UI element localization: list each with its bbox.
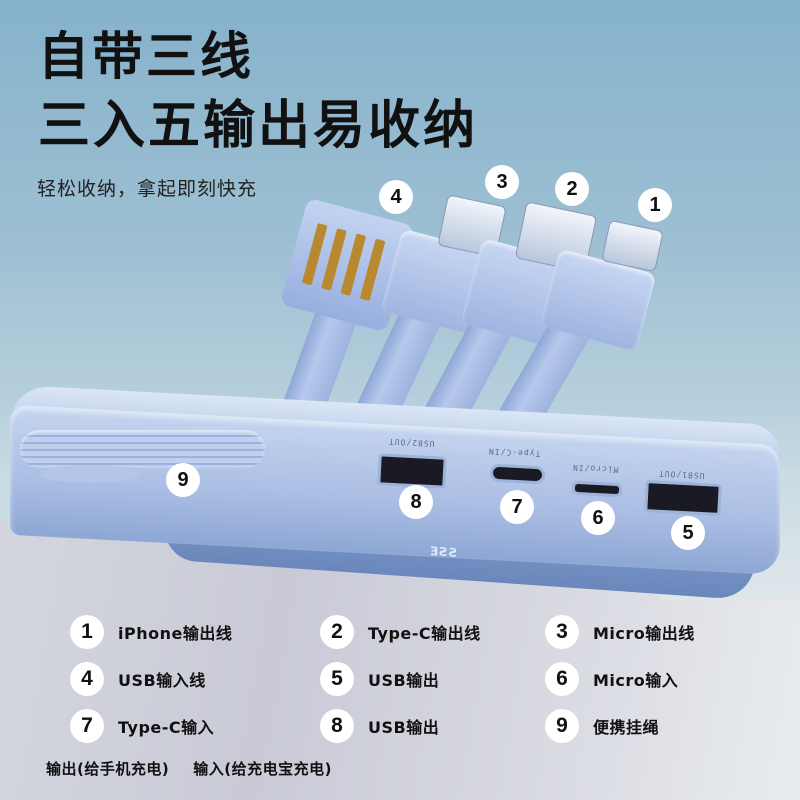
legend-number: 8 bbox=[320, 709, 354, 743]
typec-port bbox=[489, 463, 546, 485]
legend-number: 1 bbox=[70, 615, 104, 649]
badge-9: 9 bbox=[166, 463, 200, 497]
legend-number: 5 bbox=[320, 662, 354, 696]
badge-4: 4 bbox=[379, 180, 413, 214]
legend-item: 7 Type-C输入 bbox=[70, 709, 214, 743]
footnote-input: 输入(给充电宝充电) bbox=[193, 760, 332, 778]
badge-2: 2 bbox=[555, 172, 589, 206]
footnote: 输出(给手机充电) 输入(给充电宝充电) bbox=[46, 758, 332, 779]
badge-1: 1 bbox=[638, 188, 672, 222]
legend-label: Type-C输入 bbox=[118, 718, 215, 737]
legend-label: Type-C输出线 bbox=[368, 624, 481, 643]
badge-7: 7 bbox=[500, 490, 534, 524]
usb1-port bbox=[644, 480, 722, 516]
legend-item: 9 便携挂绳 bbox=[545, 709, 659, 743]
badge-6: 6 bbox=[581, 501, 615, 535]
badge-3: 3 bbox=[485, 165, 519, 199]
legend-label: Micro输出线 bbox=[593, 624, 695, 643]
legend-number: 6 bbox=[545, 662, 579, 696]
lanyard-hole bbox=[40, 465, 140, 483]
legend-item: 6 Micro输入 bbox=[545, 662, 678, 696]
usb2-port bbox=[377, 453, 447, 489]
legend-number: 9 bbox=[545, 709, 579, 743]
legend-label: iPhone输出线 bbox=[118, 624, 233, 643]
legend-item: 4 USB输入线 bbox=[70, 662, 206, 696]
footnote-output: 输出(给手机充电) bbox=[46, 760, 170, 778]
legend-item: 8 USB输出 bbox=[320, 709, 439, 743]
legend-label: USB输入线 bbox=[118, 671, 206, 690]
headline-line2: 三入五输出易收纳 bbox=[38, 96, 479, 156]
legend-item: 2 Type-C输出线 bbox=[320, 615, 481, 649]
legend-number: 7 bbox=[70, 709, 104, 743]
legend-number: 2 bbox=[320, 615, 354, 649]
legend-label: USB输出 bbox=[368, 718, 440, 737]
legend-number: 4 bbox=[70, 662, 104, 696]
subtitle: 轻松收纳，拿起即刻快充 bbox=[37, 178, 258, 200]
legend-label: Micro输入 bbox=[593, 671, 679, 690]
legend-item: 5 USB输出 bbox=[320, 662, 439, 696]
brand-logo: ƎƧƧ bbox=[430, 544, 459, 560]
micro-port bbox=[571, 480, 623, 498]
legend-item: 1 iPhone输出线 bbox=[70, 615, 232, 649]
badge-5: 5 bbox=[671, 516, 705, 550]
legend-item: 3 Micro输出线 bbox=[545, 615, 695, 649]
lanyard bbox=[20, 430, 265, 468]
headline-line1: 自带三线 bbox=[38, 28, 255, 87]
legend-label: 便携挂绳 bbox=[593, 718, 660, 737]
badge-8: 8 bbox=[399, 485, 433, 519]
legend-label: USB输出 bbox=[368, 671, 440, 690]
legend-number: 3 bbox=[545, 615, 579, 649]
gold-pin-icon bbox=[359, 238, 386, 302]
